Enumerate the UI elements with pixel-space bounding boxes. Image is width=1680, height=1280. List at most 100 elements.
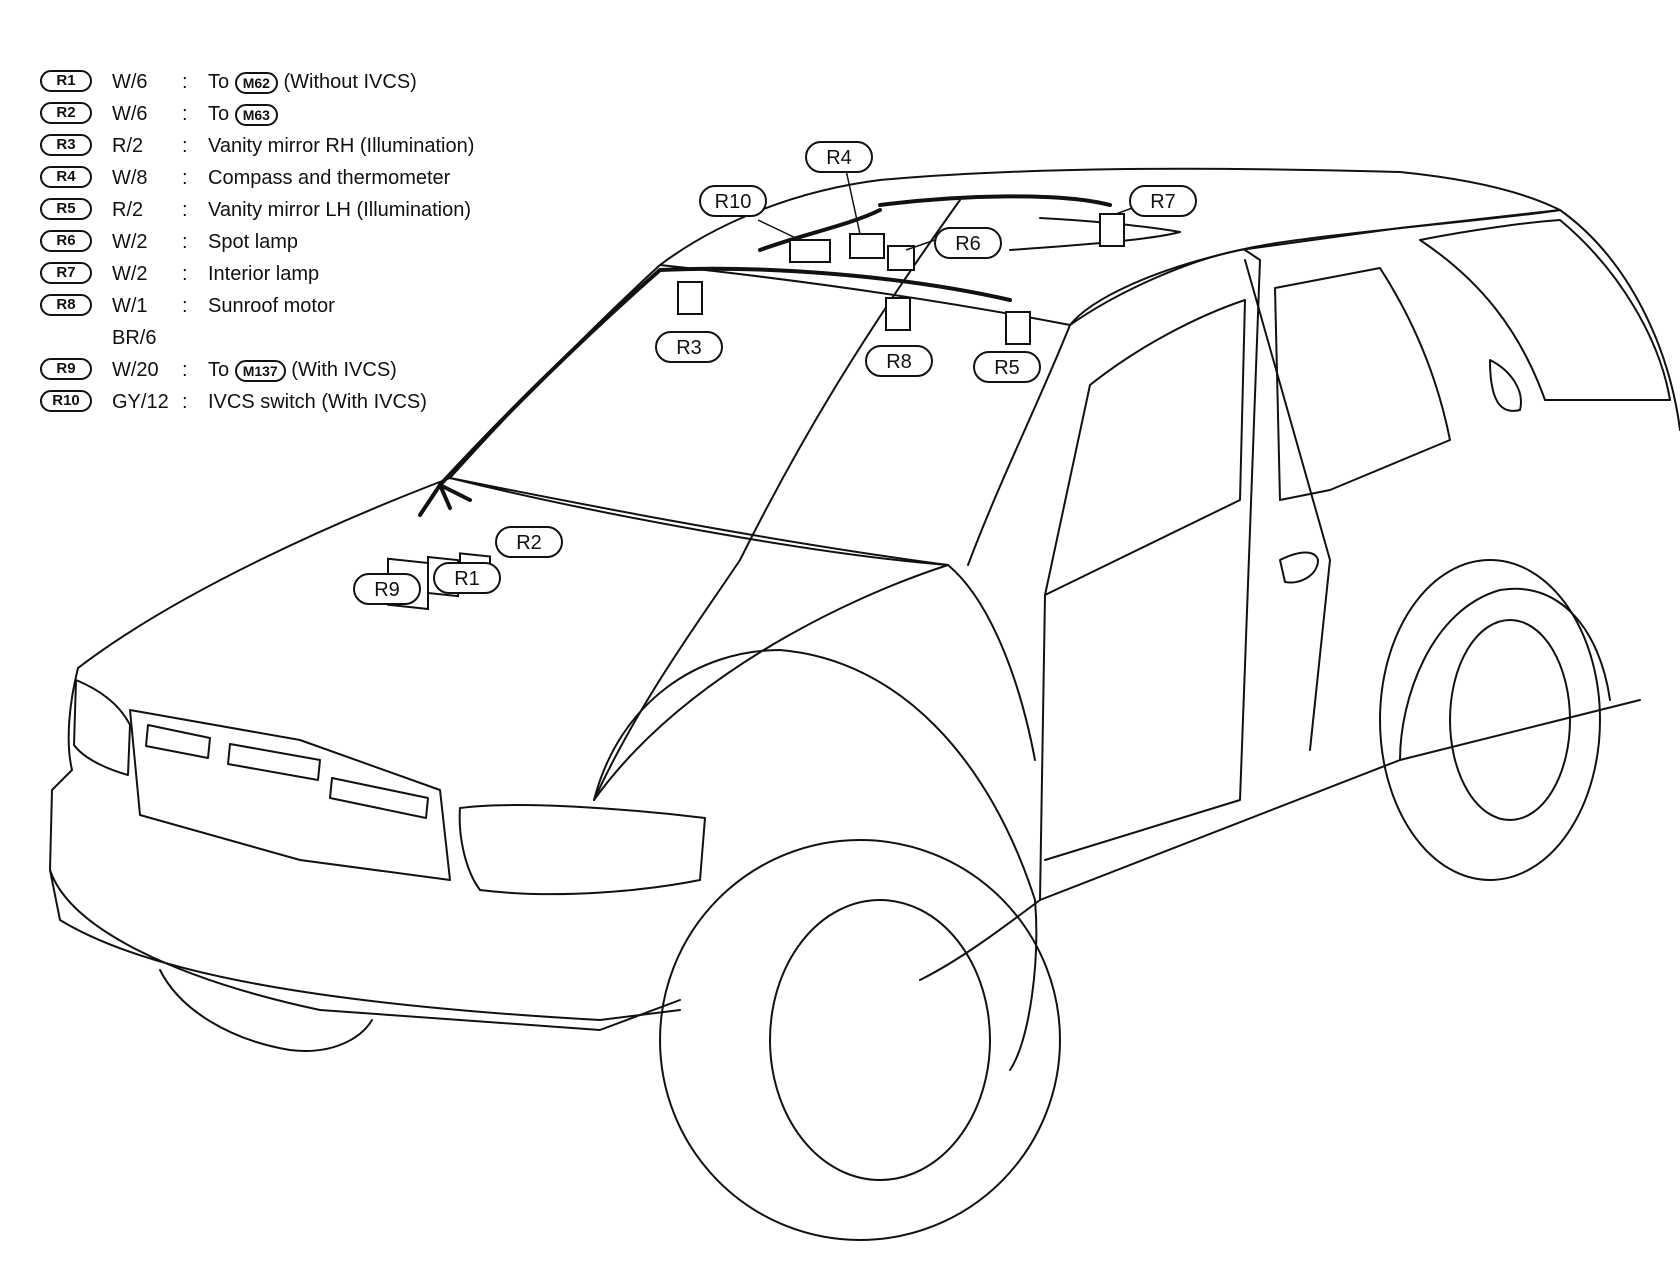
legend-desc: Sunroof motor: [208, 295, 335, 317]
connector-r5: [1005, 311, 1031, 345]
roof-harness-branch-rear: [878, 194, 1112, 207]
legend-desc: Interior lamp: [208, 263, 320, 285]
door-split-2: [1244, 259, 1331, 751]
legend-desc-text: To: [208, 359, 230, 381]
legend-desc: To M63: [208, 98, 278, 130]
legend-wire: W/6: [112, 71, 148, 93]
legend-desc: To M137 (With IVCS): [208, 354, 397, 386]
cowl-line: [947, 564, 1036, 761]
callout-r1: R1: [454, 568, 480, 590]
legend-row-r5: R5 R/2 : Vanity mirror LH (Illumination): [36, 194, 596, 226]
front-tire-left: [159, 969, 373, 1052]
legend-code: R1: [40, 70, 92, 92]
headlamp-right: [458, 804, 706, 896]
callout-r2-box: [495, 526, 563, 558]
legend-desc: Spot lamp: [208, 231, 299, 253]
legend-colon: :: [182, 391, 188, 413]
grille-slot-1: [145, 724, 211, 759]
side-upper: [1069, 209, 1680, 431]
callout-r5-box: [973, 351, 1041, 383]
legend-row-r4: R4 W/8 : Compass and thermometer: [36, 162, 596, 194]
legend-row-r6: R6 W/2 : Spot lamp: [36, 226, 596, 258]
legend-code: R10: [40, 390, 92, 412]
legend-code: R7: [40, 262, 92, 284]
grille-outer: [129, 709, 451, 881]
hood-line: [449, 477, 949, 566]
callout-r9-box: [353, 573, 421, 605]
callout-r4: R4: [826, 147, 852, 169]
leader-r10: [757, 219, 801, 241]
grille-slot-3: [329, 777, 429, 819]
connector-r7: [1099, 213, 1125, 247]
bumper: [49, 869, 681, 1021]
legend-code: R2: [40, 102, 92, 124]
harness-drop-front: [418, 483, 472, 517]
door-handle: [1279, 551, 1319, 584]
callout-r7-box: [1129, 185, 1197, 217]
legend-colon: :: [182, 71, 188, 93]
rear-fender: [1399, 587, 1611, 761]
front-wheel-rim: [769, 899, 991, 1181]
rear-wheel-rim: [1449, 619, 1571, 821]
rear-quarter-window: [1419, 219, 1671, 401]
a-pillar: [593, 199, 961, 801]
callout-r2: R2: [516, 532, 542, 554]
legend-wire: W/8: [112, 167, 148, 189]
legend-colon: :: [182, 359, 188, 381]
legend-wire: W/2: [112, 231, 148, 253]
mirror: [1489, 359, 1522, 412]
connector-r10: [789, 239, 831, 263]
rear-wheel-tire: [1379, 559, 1601, 881]
callout-r10: R10: [715, 191, 752, 213]
legend-wire: W/1: [112, 295, 148, 317]
connector-r3: [677, 281, 703, 315]
legend-colon: :: [182, 263, 188, 285]
rear-door-window: [1274, 267, 1451, 501]
roof-harness-branch-center: [758, 208, 882, 252]
front-wheel-tire: [659, 839, 1061, 1241]
legend-colon: :: [182, 167, 188, 189]
legend-code: R3: [40, 134, 92, 156]
connector-r8: [885, 297, 911, 331]
legend-note: (With IVCS): [291, 359, 397, 381]
headlamp-left: [73, 679, 131, 776]
callout-r8-box: [865, 345, 933, 377]
leader-r6: [905, 239, 936, 251]
door-split-1: [1044, 249, 1261, 861]
body-side-lower: [919, 594, 1046, 981]
legend-row-r2: R2 W/6 : To M63: [36, 98, 596, 130]
legend-desc: IVCS switch (With IVCS): [208, 391, 427, 413]
legend-wire: GY/12: [112, 391, 169, 413]
callout-r9: R9: [374, 579, 400, 601]
legend-code: R4: [40, 166, 92, 188]
callout-r5: R5: [994, 357, 1020, 379]
grille-slot-2: [227, 743, 321, 781]
callout-r4-box: [805, 141, 873, 173]
legend-row-r8: R8 W/1 : Sunroof motor: [36, 290, 596, 322]
legend-desc: Vanity mirror RH (Illumination): [208, 135, 475, 157]
hood-outline: [77, 477, 949, 801]
legend-desc-text: To: [208, 71, 230, 93]
callout-r6-box: [934, 227, 1002, 259]
legend-colon: :: [182, 199, 188, 221]
callout-r3-box: [655, 331, 723, 363]
front-fascia: [49, 667, 681, 1031]
leader-r4: [845, 169, 861, 235]
legend-wire: BR/6: [112, 327, 157, 349]
legend-colon: :: [182, 103, 188, 125]
sunroof: [1009, 217, 1181, 251]
legend-ref: M63: [234, 103, 278, 126]
legend-row-r7: R7 W/2 : Interior lamp: [36, 258, 596, 290]
front-fender-arch: [593, 649, 1038, 1071]
legend-desc: Compass and thermometer: [208, 167, 451, 189]
legend-note: (Without IVCS): [283, 71, 417, 93]
legend-row-r8-alt: BR/6: [36, 322, 596, 354]
legend-wire: W/6: [112, 103, 148, 125]
legend-code: R6: [40, 230, 92, 252]
legend-row-r1: R1 W/6 : To M62 (Without IVCS): [36, 66, 596, 98]
callout-r3: R3: [676, 337, 702, 359]
legend-colon: :: [182, 135, 188, 157]
legend-code: R9: [40, 358, 92, 380]
legend-wire: W/20: [112, 359, 159, 381]
